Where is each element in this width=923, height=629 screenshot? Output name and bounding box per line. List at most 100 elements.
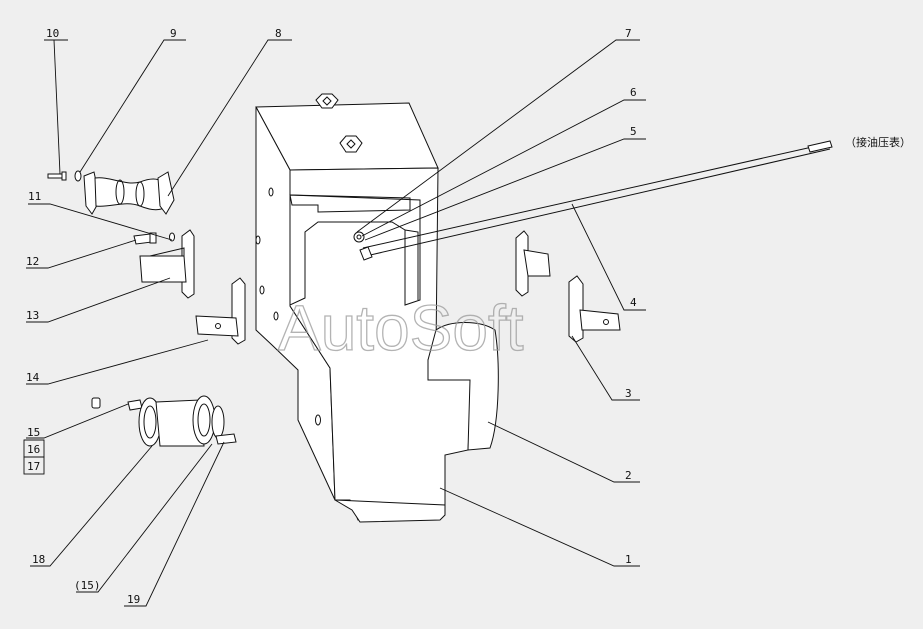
main-housing [255, 93, 499, 523]
leader-15b [76, 443, 213, 593]
hose-flange-right [157, 171, 175, 215]
tube-elbow [359, 246, 373, 261]
housing-side-bulge [427, 322, 499, 451]
callout-15-parenthetical: (15) [74, 579, 101, 592]
bracket3-plate [568, 275, 584, 343]
leader-19 [124, 441, 225, 607]
callout-18: 18 [32, 553, 45, 566]
housing-bottom-block [334, 499, 446, 523]
fitting-part-19 [215, 433, 237, 445]
callout-8: 8 [275, 27, 282, 40]
leader-2 [487, 421, 640, 483]
callout-labels: 1 2 3 4 5 6 7 8 9 10 11 12 13 14 15 16 1… [26, 27, 637, 606]
breather-cap-1 [315, 93, 339, 109]
housing-hole [259, 285, 265, 295]
leader-15 [26, 403, 129, 439]
leader-7 [356, 39, 640, 233]
bracket-part-13 [139, 229, 195, 299]
leader-18 [30, 445, 153, 567]
coupling-assembly [91, 395, 237, 447]
leader-14 [26, 339, 209, 385]
callout-3: 3 [625, 387, 632, 400]
leader-3 [571, 335, 640, 401]
tube-union-inner [356, 234, 362, 240]
plug-small [91, 397, 101, 409]
housing-window-frame [289, 194, 421, 306]
housing-inner-edge [404, 229, 419, 300]
breather-cap-2-inner [346, 139, 356, 149]
housing-window-recess [289, 194, 411, 213]
bracket3-hole [603, 319, 609, 325]
bracket-foot [523, 249, 551, 277]
callout-5: 5 [630, 125, 637, 138]
breather-cap-1-inner [322, 96, 332, 106]
tube-union-nut [353, 231, 365, 243]
callout-13: 13 [26, 309, 39, 322]
washer-9 [74, 170, 82, 182]
hose-part-8 [83, 171, 175, 215]
leader-13 [26, 277, 171, 323]
bolt-12-body [133, 233, 153, 245]
leader-10 [44, 39, 68, 175]
hose-body [94, 177, 167, 211]
callout-4: 4 [630, 296, 637, 309]
label-underlines [23, 439, 640, 567]
callout-19: 19 [127, 593, 140, 606]
callout-1: 1 [625, 553, 632, 566]
oil-pressure-tube [353, 140, 833, 261]
callout-16: 16 [27, 443, 40, 456]
callout-17: 17 [27, 460, 40, 473]
tube-end-fitting [807, 140, 833, 153]
leader-12 [26, 239, 137, 269]
bracket14-hole [215, 323, 221, 329]
tube-upper-edge [362, 142, 831, 249]
coupling-end-cap [211, 405, 225, 439]
bracket13-foot [139, 255, 187, 283]
bolt-10-head [61, 171, 67, 181]
callout-7: 7 [625, 27, 632, 40]
housing-hole [315, 414, 321, 426]
bolt-part-12 [133, 232, 157, 245]
fitting-part-15 [127, 399, 143, 411]
bracket13-web [149, 247, 185, 257]
tube-lower-edge [365, 148, 831, 257]
bracket-plate [515, 230, 529, 297]
bracket-part-14 [195, 277, 246, 345]
callout-2: 2 [625, 469, 632, 482]
hose-band [135, 181, 145, 207]
leader-5 [364, 138, 646, 241]
leader-8 [167, 39, 292, 197]
leader-9 [79, 39, 186, 173]
housing-hole [268, 187, 274, 197]
callout-14: 14 [26, 371, 40, 384]
callout-10: 10 [46, 27, 59, 40]
bracket14-foot [195, 315, 239, 337]
coupling-shaft [155, 399, 205, 447]
leader-1 [439, 487, 640, 567]
box-17 [23, 456, 45, 475]
callout-12: 12 [26, 255, 39, 268]
washer-11 [169, 232, 175, 242]
callout-6: 6 [630, 86, 637, 99]
bracket-part-3 [568, 275, 621, 343]
bracket3-foot [579, 309, 621, 331]
callout-11: 11 [28, 190, 41, 203]
hose-band [115, 179, 125, 205]
washer-part-9 [74, 170, 82, 182]
bracket-upper-right [515, 230, 551, 297]
callout-15: 15 [27, 426, 40, 439]
leader-lines [26, 39, 646, 607]
leader-6 [361, 99, 646, 237]
bolt-part-10 [47, 171, 67, 181]
coupling-ring-left-inner [143, 405, 157, 439]
oil-pressure-gauge-note: （接油压表） [845, 135, 911, 149]
coupling-ring-right-inner [197, 403, 211, 437]
leader-4 [571, 203, 646, 311]
leader-11 [28, 203, 173, 241]
callout-9: 9 [170, 27, 177, 40]
washer-part-11 [169, 232, 175, 242]
housing-hole [273, 311, 279, 321]
breather-cap-2 [339, 135, 363, 153]
